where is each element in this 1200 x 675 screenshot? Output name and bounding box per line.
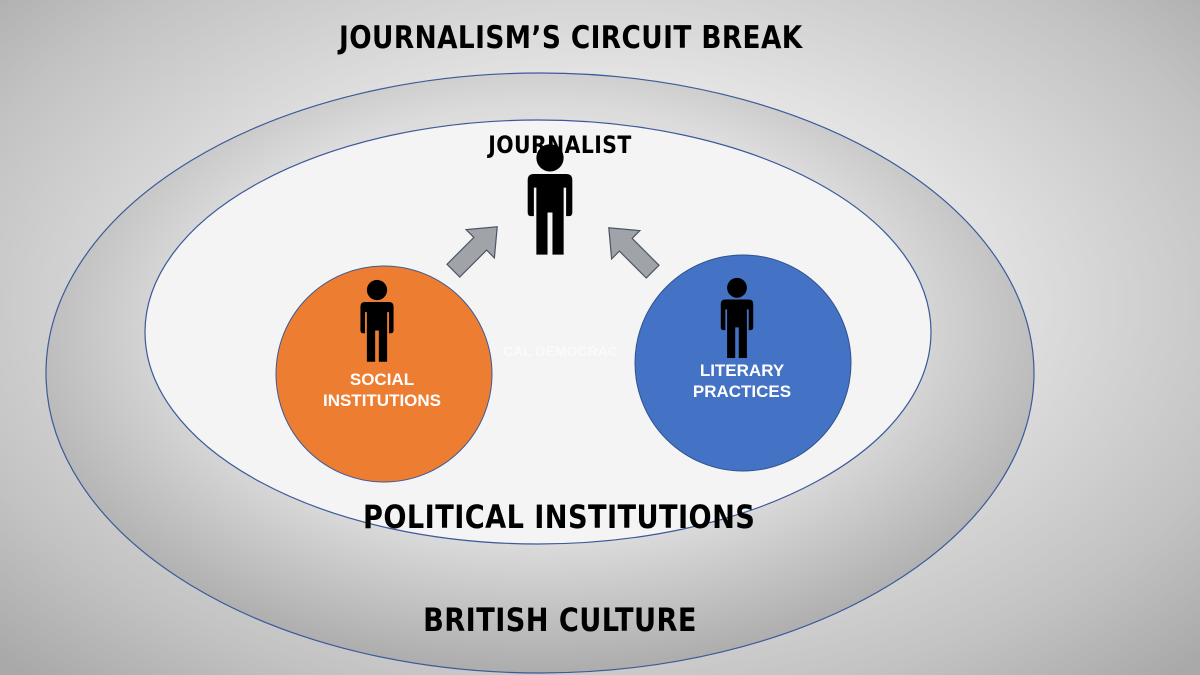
diagram-title: JOURNALISM’S CIRCUIT BREAK [339,20,803,56]
social-institutions-label: SOCIAL INSTITUTIONS [282,369,482,411]
political-institutions-label: POLITICAL INSTITUTIONS [363,498,756,536]
literary-practices-label: LITERARY PRACTICES [642,360,842,402]
social-institutions-circle [275,265,493,483]
social-label-line1: SOCIAL [349,370,415,389]
up-right-arrow-icon [446,226,498,278]
up-left-arrow-icon [608,227,660,279]
literary-practices-circle [634,254,852,472]
british-culture-label: BRITISH CULTURE [423,601,697,639]
journalist-label: JOURNALIST [488,131,632,159]
literary-label-line1: LITERARY [699,361,785,380]
social-label-line2: INSTITUTIONS [322,391,442,410]
obscured-label: CAL DEMOCRAC [503,343,618,359]
literary-label-line2: PRACTICES [692,382,792,401]
